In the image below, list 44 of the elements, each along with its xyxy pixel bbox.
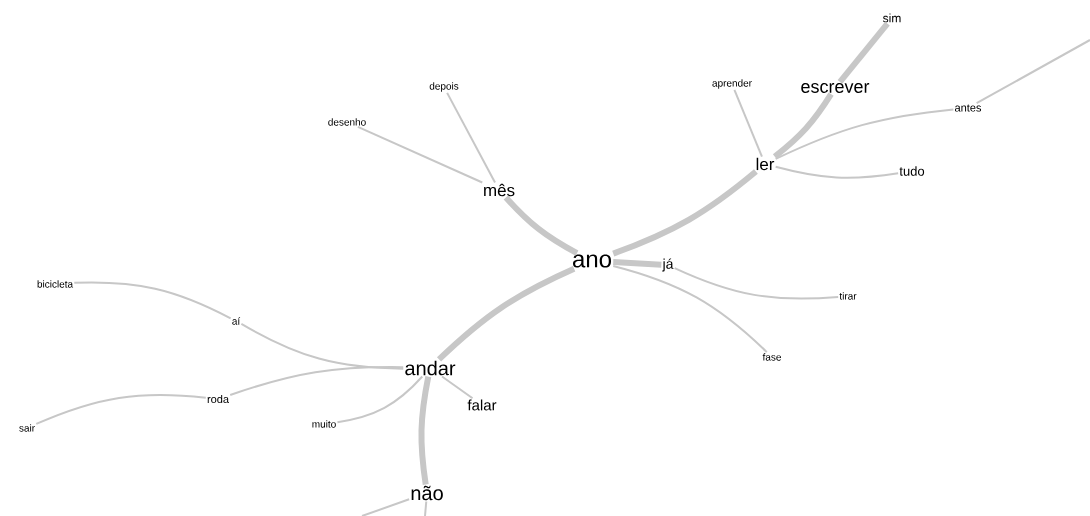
- word-label: muito: [312, 420, 336, 428]
- word-label: ano: [573, 254, 611, 268]
- word-label: fase: [762, 353, 781, 361]
- word-label: escrever: [801, 83, 870, 93]
- word-label: tudo: [899, 166, 925, 176]
- word-label: antes: [955, 104, 982, 112]
- connector-line: [35, 393, 207, 425]
- word-label: depois: [429, 82, 459, 92]
- word-label: desenho: [328, 118, 366, 126]
- connector-line: [436, 266, 576, 362]
- word-label: aprender: [712, 79, 752, 89]
- connector-line: [774, 165, 900, 179]
- word-label: tirar: [839, 292, 857, 300]
- word-label: falar: [467, 399, 497, 411]
- connector-line: [424, 500, 428, 516]
- word-label: não: [411, 485, 443, 501]
- connector-line: [612, 264, 768, 354]
- word-label: já: [662, 258, 674, 272]
- connector-line: [73, 281, 232, 320]
- connector-line: [774, 108, 955, 160]
- connector-line: [441, 375, 474, 400]
- word-label: aí: [232, 317, 241, 325]
- connector-line: [975, 39, 1090, 105]
- word-label: andar: [405, 360, 456, 376]
- word-label: sim: [883, 13, 901, 23]
- word-label: sair: [19, 424, 35, 432]
- connector-line: [446, 91, 496, 184]
- connector-line: [229, 366, 405, 396]
- connector-line: [612, 169, 758, 257]
- word-label: roda: [207, 394, 229, 404]
- connector-line: [418, 375, 432, 485]
- connector-line: [733, 88, 763, 158]
- connector-line: [673, 267, 840, 300]
- connector-line: [356, 125, 484, 184]
- word-label: mês: [484, 183, 515, 197]
- connector-line: [240, 322, 405, 370]
- connector-line: [613, 259, 662, 268]
- connector-line: [837, 21, 890, 84]
- word-label: ler: [756, 157, 775, 171]
- connector-line: [772, 92, 834, 159]
- word-label: bicicleta: [37, 280, 74, 288]
- connector-line: [503, 195, 579, 256]
- connector-line: [361, 498, 411, 516]
- connector-line: [336, 375, 424, 424]
